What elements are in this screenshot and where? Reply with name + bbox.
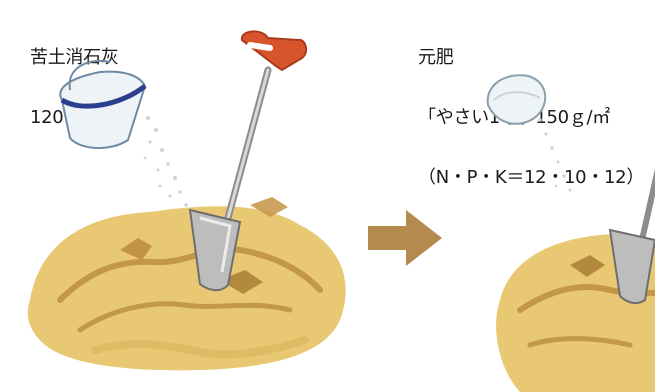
fertilizer-npk: （N・P・K＝12・10・12） [418,167,645,188]
shovel-icon [188,30,308,292]
fertilizer-scene [486,74,655,392]
fertilizer-bowl-icon [486,74,547,125]
falling-lime [143,116,188,207]
lime-bucket-icon [59,60,147,150]
lime-name: 苦土消石灰 [30,47,119,68]
lime-scene [27,30,346,371]
soil-mound-icon [496,234,655,392]
soil-mound-icon [27,197,346,371]
fertilizer-title: 元肥 [418,47,454,68]
falling-fertilizer [538,118,572,192]
arrow-right-icon [368,210,442,266]
shovel-icon [608,168,655,305]
